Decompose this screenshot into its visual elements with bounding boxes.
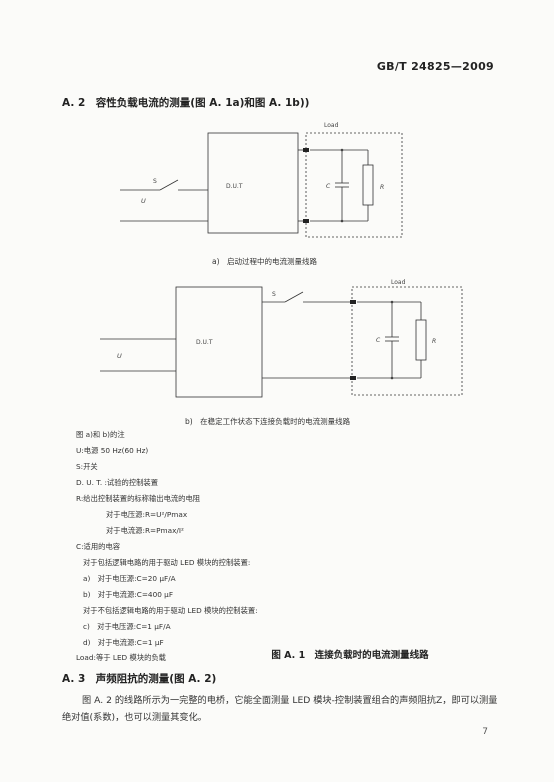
- note-line: S:开关: [76, 462, 98, 471]
- note-line: 对于电流源:R=Pmax/I²: [106, 526, 184, 535]
- note-line: U:电源 50 Hz(60 Hz): [76, 446, 149, 455]
- switch-label-b: S: [272, 291, 276, 298]
- note-line: c) 对于电压源:C=1 μF/A: [83, 622, 171, 631]
- dut-box-b: [175, 286, 263, 398]
- standard-number: GB/T 24825—2009: [376, 60, 494, 73]
- caption-a: a) 启动过程中的电流测量线路: [212, 257, 318, 266]
- resistor-a: [362, 164, 374, 206]
- note-line: 图 a)和 b)的注: [76, 430, 125, 439]
- capacitor-label-a: C: [326, 183, 331, 190]
- section-a3-heading: A. 3 声频阻抗的测量(图 A. 2): [62, 673, 217, 685]
- load-label-a: Load: [324, 122, 339, 129]
- resistor-label-a: R: [380, 184, 384, 191]
- note-line: C:适用的电容: [76, 542, 121, 551]
- dut-label-a: D.U.T: [226, 183, 243, 190]
- figure-title: 图 A. 1 连接负载时的电流测量线路: [271, 650, 429, 661]
- source-label-b: U: [117, 352, 122, 360]
- source-label-a: U: [141, 197, 146, 205]
- note-line: 对于不包括逻辑电路的用于驱动 LED 模块的控制装置:: [83, 606, 258, 615]
- note-line: R:给出控制装置的标称输出电流的电阻: [76, 494, 201, 503]
- section-a3-paragraph: 图 A. 2 的线路所示为一完整的电桥，它能全面测量 LED 模块-控制装置组合…: [62, 695, 498, 723]
- note-line: b) 对于电流源:C=400 μF: [83, 590, 174, 599]
- load-label-b: Load: [391, 279, 406, 286]
- page-number: 7: [482, 727, 488, 737]
- switch-label-a: S: [153, 178, 157, 185]
- dut-label-b: D.U.T: [196, 339, 213, 346]
- switch-b: [284, 291, 304, 303]
- dut-box-a: [207, 132, 299, 234]
- load-box-b: [351, 286, 463, 396]
- resistor-label-b: R: [432, 338, 436, 345]
- note-line: Load:等于 LED 模块的负载: [76, 653, 166, 662]
- note-line: d) 对于电流源:C=1 μF: [83, 638, 164, 647]
- note-line: a) 对于电压源:C=20 μF/A: [83, 574, 176, 583]
- resistor-b: [415, 319, 427, 361]
- load-box-a: [305, 132, 403, 238]
- capacitor-label-b: C: [376, 337, 381, 344]
- switch-a: [159, 179, 179, 191]
- section-a2-heading: A. 2 容性负载电流的测量(图 A. 1a)和图 A. 1b)): [62, 97, 310, 109]
- note-line: D. U. T. :试验的控制装置: [76, 478, 159, 487]
- caption-b: b) 在稳定工作状态下连接负载时的电流测量线路: [185, 417, 351, 426]
- note-line: 对于包括逻辑电路的用于驱动 LED 模块的控制装置:: [83, 558, 251, 567]
- note-line: 对于电压源:R=U²/Pmax: [106, 510, 188, 519]
